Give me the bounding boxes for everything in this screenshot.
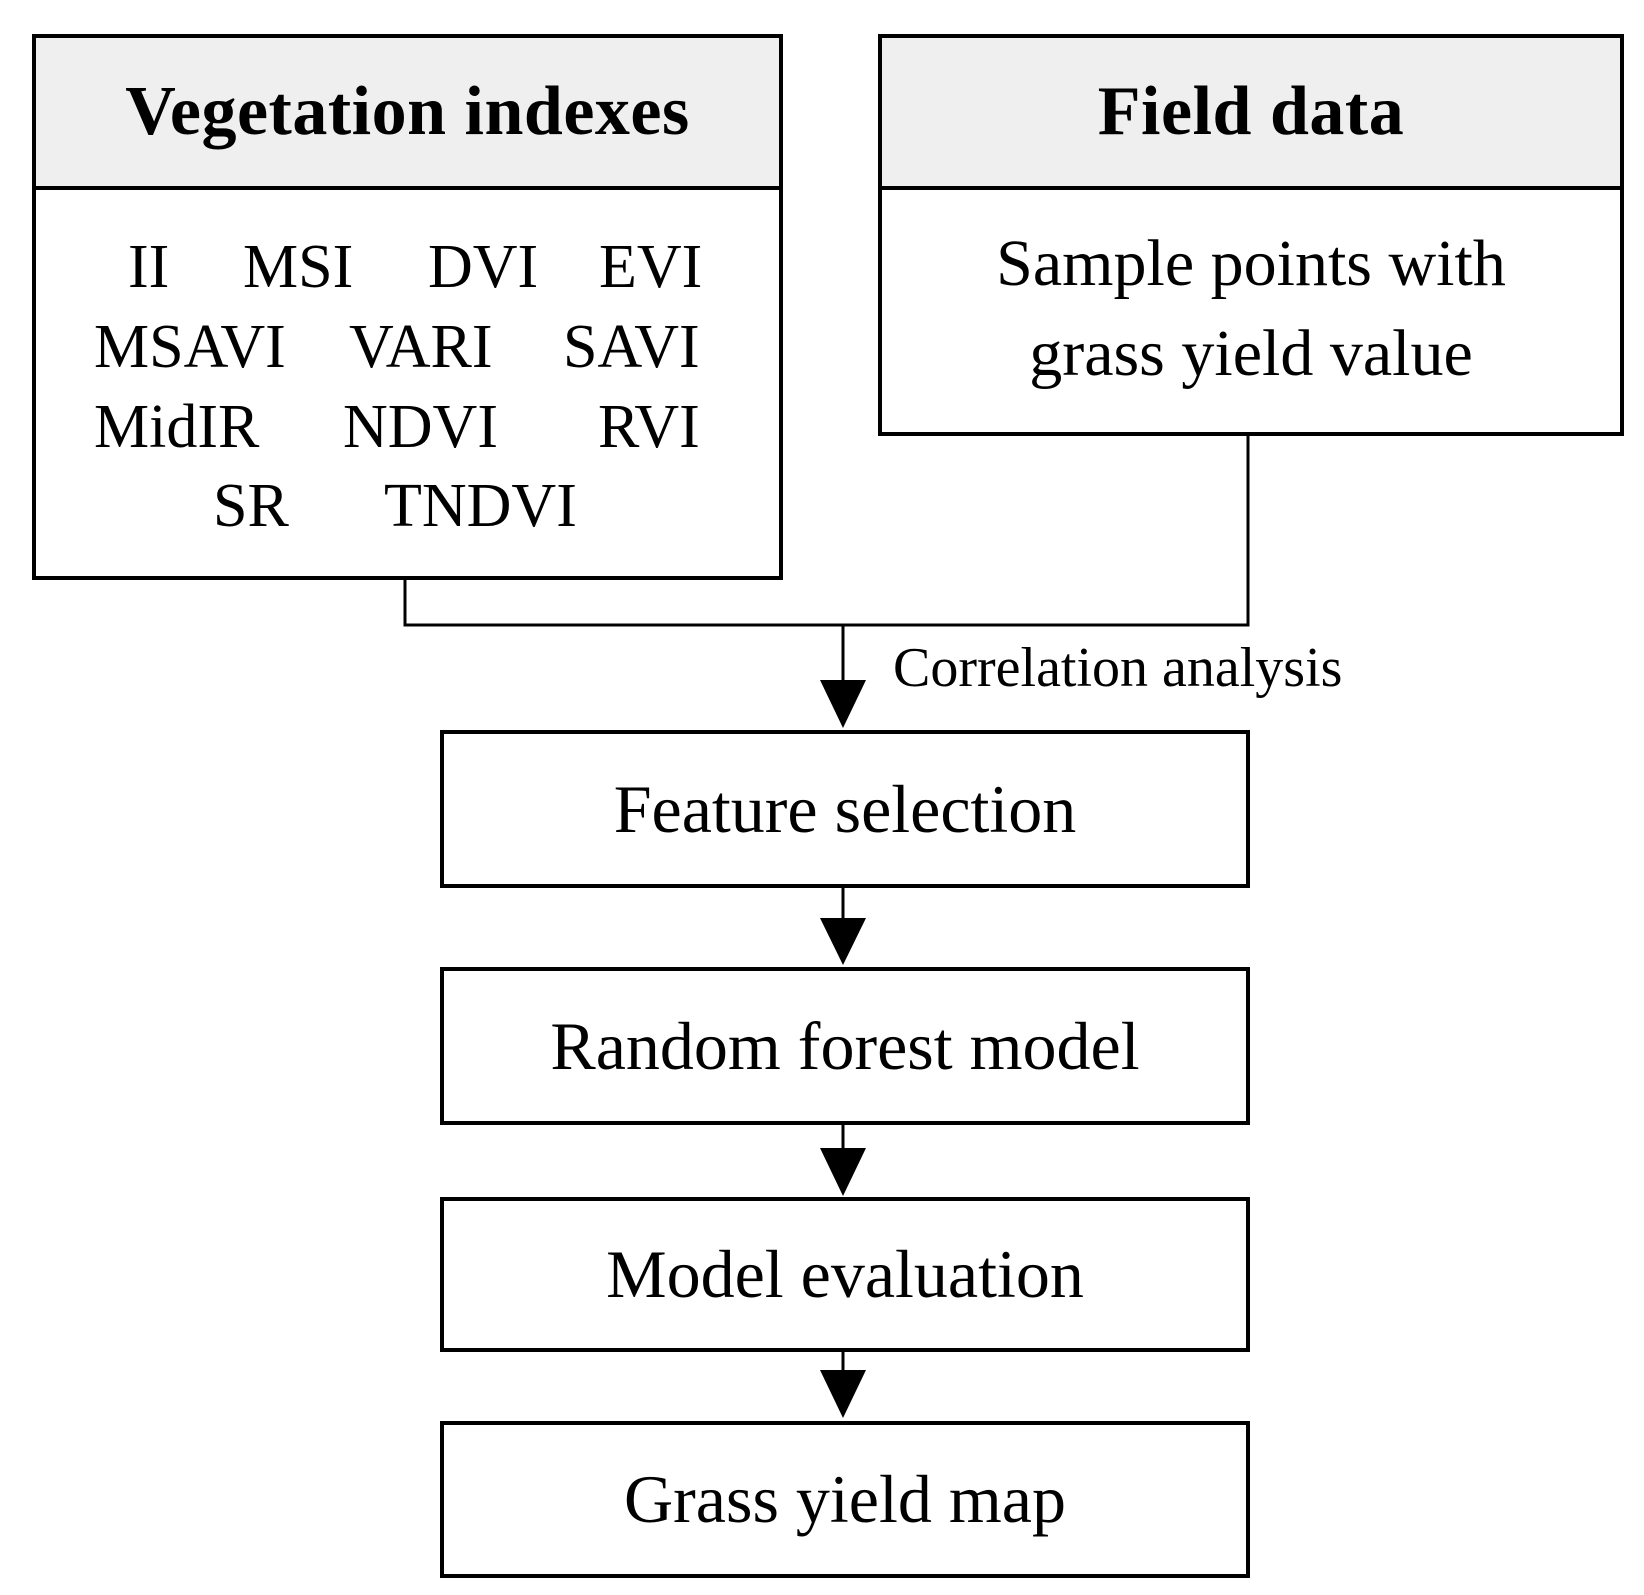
index-sr: SR [213, 472, 289, 540]
index-savi: SAVI [563, 313, 700, 381]
arrow-to-random-forest [820, 918, 866, 965]
arrow-to-feature-selection [820, 680, 866, 728]
vegetation-indexes-title: Vegetation indexes [36, 38, 779, 190]
grass-yield-map-box: Grass yield map [440, 1421, 1250, 1578]
field-data-line-2: grass yield value [1029, 317, 1473, 390]
index-msavi: MSAVI [94, 313, 286, 381]
index-tndvi: TNDVI [384, 472, 577, 540]
field-data-title: Field data [882, 38, 1620, 190]
vegetation-indexes-box: Vegetation indexes II MSI DVI EVI MSAVI … [32, 34, 783, 580]
index-vari: VARI [349, 313, 493, 381]
index-ndvi: NDVI [343, 393, 498, 461]
field-data-body: Sample points with grass yield value [882, 186, 1620, 432]
index-dvi: DVI [428, 233, 539, 301]
field-data-description: Sample points with grass yield value [996, 219, 1506, 399]
field-to-merge-line [843, 436, 1250, 627]
random-forest-model-box: Random forest model [440, 967, 1250, 1125]
index-rvi: RVI [598, 393, 700, 461]
veg-to-merge-line [403, 578, 843, 627]
index-ii: II [128, 233, 170, 301]
arrow-to-grass-yield-map [820, 1370, 866, 1418]
index-msi: MSI [243, 233, 354, 301]
arrow-to-model-evaluation [820, 1148, 866, 1196]
field-data-line-1: Sample points with [996, 227, 1506, 300]
feature-selection-box: Feature selection [440, 730, 1250, 888]
index-midir: MidIR [94, 393, 260, 461]
index-evi: EVI [599, 233, 703, 301]
model-evaluation-box: Model evaluation [440, 1197, 1250, 1352]
correlation-analysis-label: Correlation analysis [893, 637, 1343, 699]
field-data-box: Field data Sample points with grass yiel… [878, 34, 1624, 436]
